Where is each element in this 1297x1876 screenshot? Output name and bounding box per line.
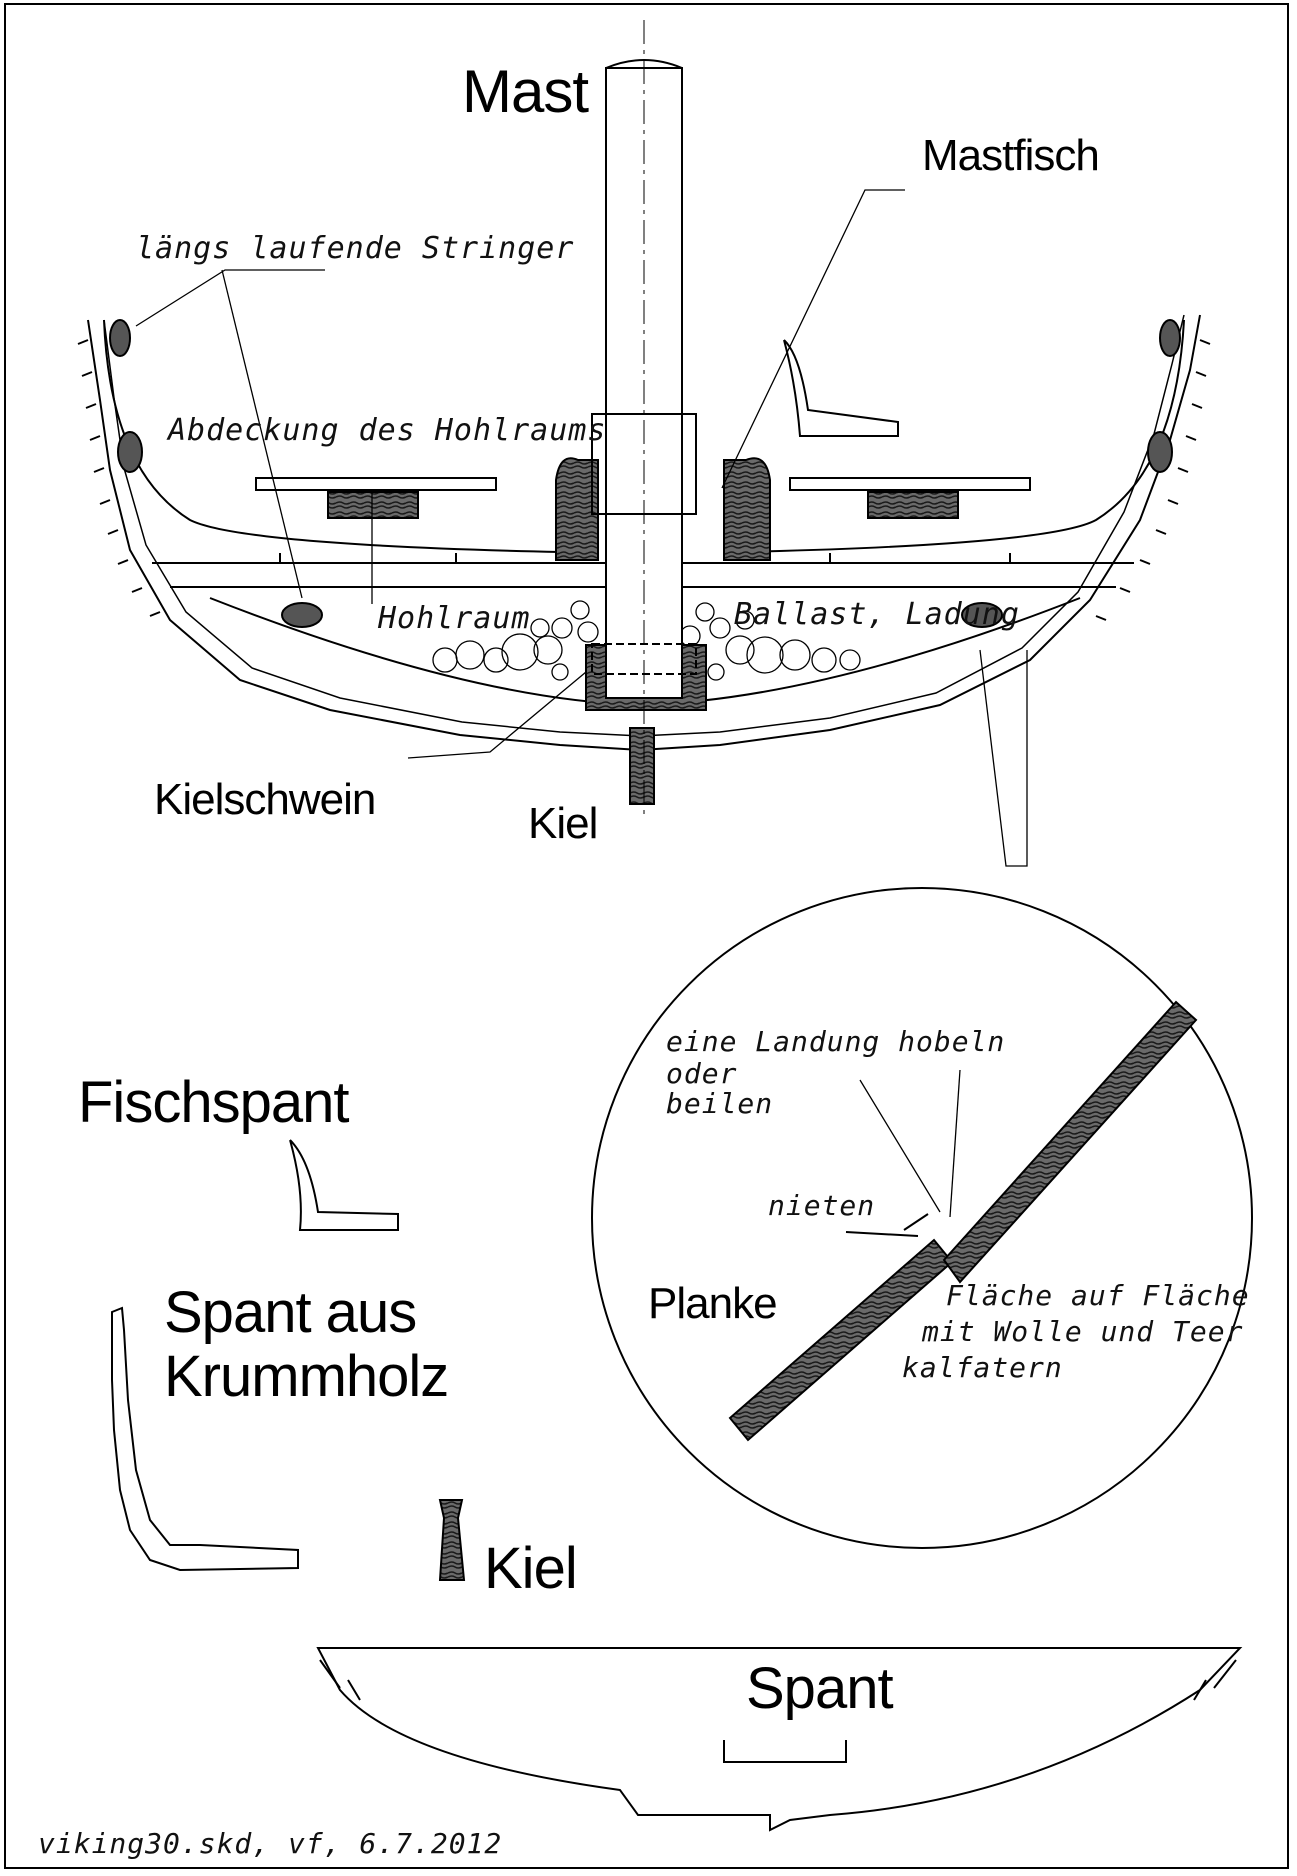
kielschwein-label: Kielschwein <box>154 775 376 824</box>
kiel-label-bottom: Kiel <box>484 1536 578 1601</box>
fischspant-label: Fischspant <box>78 1070 349 1135</box>
leader-lines <box>135 189 1028 1218</box>
spant-krummholz-label-1: Spant aus <box>164 1280 417 1345</box>
detail-magnifier <box>591 887 1253 1549</box>
landung-label-1: eine Landung hobeln <box>666 1025 1006 1058</box>
kiel-label-top: Kiel <box>528 799 598 848</box>
loose-parts <box>111 1139 1243 1832</box>
abdeckung-label: Abdeckung des Hohlraums <box>168 413 607 448</box>
hohlraum-label: Hohlraum <box>378 601 531 636</box>
mast-label: Mast <box>462 58 589 125</box>
nieten-label: nieten <box>768 1189 876 1222</box>
spant-label: Spant <box>746 1656 894 1721</box>
drawing-frame <box>4 3 1289 1869</box>
stringer-label: längs laufende Stringer <box>136 231 575 266</box>
flaeche-label-3: kalfatern <box>902 1351 1063 1384</box>
flaeche-label-1: Fläche auf Fläche <box>946 1279 1250 1312</box>
footer-signature: viking30.skd, vf, 6.7.2012 <box>38 1827 503 1860</box>
landung-label-2: oder <box>666 1057 738 1090</box>
ballast-label: Ballast, Ladung <box>734 597 1020 632</box>
flaeche-label-2: mit Wolle und Teer <box>922 1315 1244 1348</box>
spant-krummholz-label-2: Krummholz <box>164 1344 449 1409</box>
mastfisch-label: Mastfisch <box>922 131 1100 180</box>
planke-label: Planke <box>648 1279 778 1328</box>
hull-section <box>77 20 1211 820</box>
landung-label-3: beilen <box>666 1087 774 1120</box>
